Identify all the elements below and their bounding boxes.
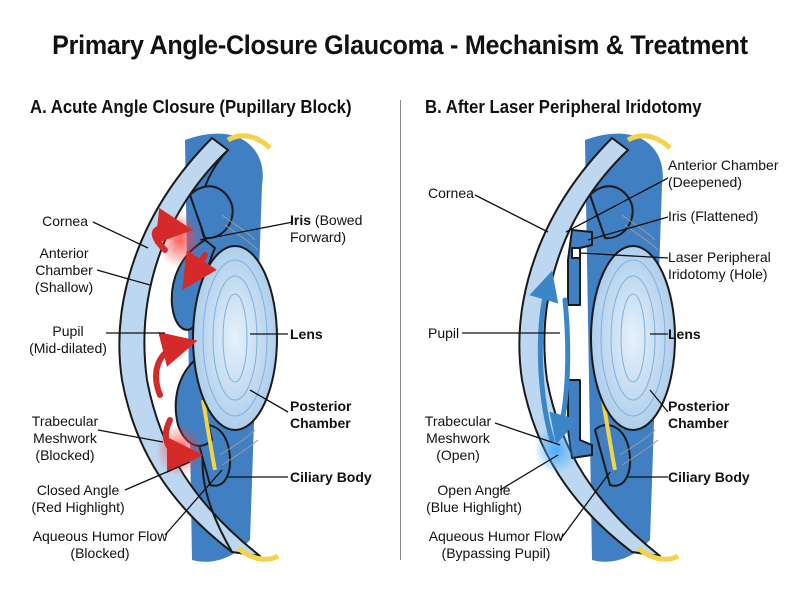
label-iris-b: Iris (Flattened) — [668, 208, 758, 225]
angle-glow-upper-a — [158, 212, 202, 268]
label-text: Closed Angle — [36, 482, 120, 498]
panel-divider — [400, 100, 401, 560]
label-text: Iridotomy — [668, 266, 726, 282]
iridotomy-hole — [571, 247, 581, 259]
label-text: Anterior Chamber — [668, 157, 779, 173]
label-trabecular-b: Trabecular Meshwork (Open) — [422, 413, 494, 464]
label-text: (Bypassing Pupil) — [441, 545, 551, 561]
label-text: Meshwork — [33, 430, 97, 446]
label-flow-b: Aqueous Humor Flow (Bypassing Pupil) — [426, 528, 566, 562]
label-text: (Mid-dilated) — [29, 340, 107, 356]
label-ciliary-a: Ciliary Body — [290, 469, 372, 485]
cornea-a — [118, 137, 261, 557]
label-iris-a: Iris (Bowed Forward) — [290, 212, 362, 246]
label-lens-b: Lens — [668, 326, 701, 342]
label-trabecular-a: Trabecular Meshwork (Blocked) — [30, 413, 100, 464]
label-text: (Red Highlight) — [31, 499, 125, 515]
lens-a — [192, 245, 278, 431]
label-text: Aqueous Humor Flow — [32, 528, 168, 544]
label-text: Chamber — [35, 262, 93, 278]
label-text: Anterior — [39, 245, 89, 261]
label-text: Pupil — [52, 323, 84, 339]
label-ciliary-b: Ciliary Body — [668, 469, 750, 485]
label-cornea-a: Cornea — [42, 213, 88, 229]
blue-flow-arrows — [529, 270, 579, 445]
label-text: (Flattened) — [686, 208, 759, 224]
panel-b-eye — [518, 133, 680, 562]
label-text: Trabecular — [31, 413, 99, 429]
label-text: Posterior — [668, 398, 730, 414]
label-text: Aqueous Humor Flow — [428, 528, 564, 544]
angle-glow-b — [534, 426, 578, 474]
panel-a-heading: A. Acute Angle Closure (Pupillary Block) — [30, 97, 352, 117]
label-text: (Shallow) — [34, 279, 94, 295]
label-cornea-b: Cornea — [428, 185, 474, 201]
label-text: Trabecular — [424, 413, 492, 429]
label-pupil-a: Pupil (Mid-dilated) — [28, 323, 108, 357]
label-text: Iris — [290, 212, 312, 228]
label-text: Chamber — [668, 415, 729, 431]
label-text: (Blocked) — [35, 447, 95, 463]
label-text: Meshwork — [426, 430, 490, 446]
label-flow-a: Aqueous Humor Flow (Blocked) — [30, 528, 170, 562]
label-posterior-b: Posterior Chamber — [668, 398, 729, 432]
label-text: (Open) — [436, 447, 480, 463]
red-flow-arrows — [151, 207, 217, 473]
panel-a-eye — [118, 133, 280, 562]
label-text: (Deepened) — [668, 174, 742, 190]
label-posterior-a: Posterior Chamber — [290, 398, 351, 432]
label-text: (Blocked) — [70, 545, 130, 561]
label-text: (Blue Highlight) — [426, 499, 522, 515]
lens-b — [590, 245, 676, 431]
ciliary-upper-b — [589, 185, 634, 240]
label-text: (Bowed — [311, 212, 363, 228]
label-closed-angle-a: Closed Angle (Red Highlight) — [28, 482, 128, 516]
label-text: Chamber — [290, 415, 351, 431]
label-text: Forward) — [290, 229, 347, 245]
page-title: Primary Angle-Closure Glaucoma - Mechani… — [52, 30, 748, 60]
label-open-angle-b: Open Angle (Blue Highlight) — [424, 482, 524, 516]
panel-b-heading: B. After Laser Peripheral Iridotomy — [425, 97, 702, 117]
label-lens-a: Lens — [290, 326, 323, 342]
label-anterior-chamber-a: Anterior Chamber (Shallow) — [34, 245, 94, 296]
label-anterior-chamber-b: Anterior Chamber (Deepened) — [668, 157, 779, 191]
label-text: Iris — [668, 208, 687, 224]
label-pupil-b: Pupil — [428, 325, 460, 341]
label-text: Open Angle — [437, 482, 511, 498]
label-text: Posterior — [290, 398, 352, 414]
label-text: (Hole) — [725, 266, 768, 282]
label-text: Laser Peripheral — [668, 249, 771, 265]
label-lpi-b: Laser Peripheral Iridotomy (Hole) — [668, 249, 771, 283]
